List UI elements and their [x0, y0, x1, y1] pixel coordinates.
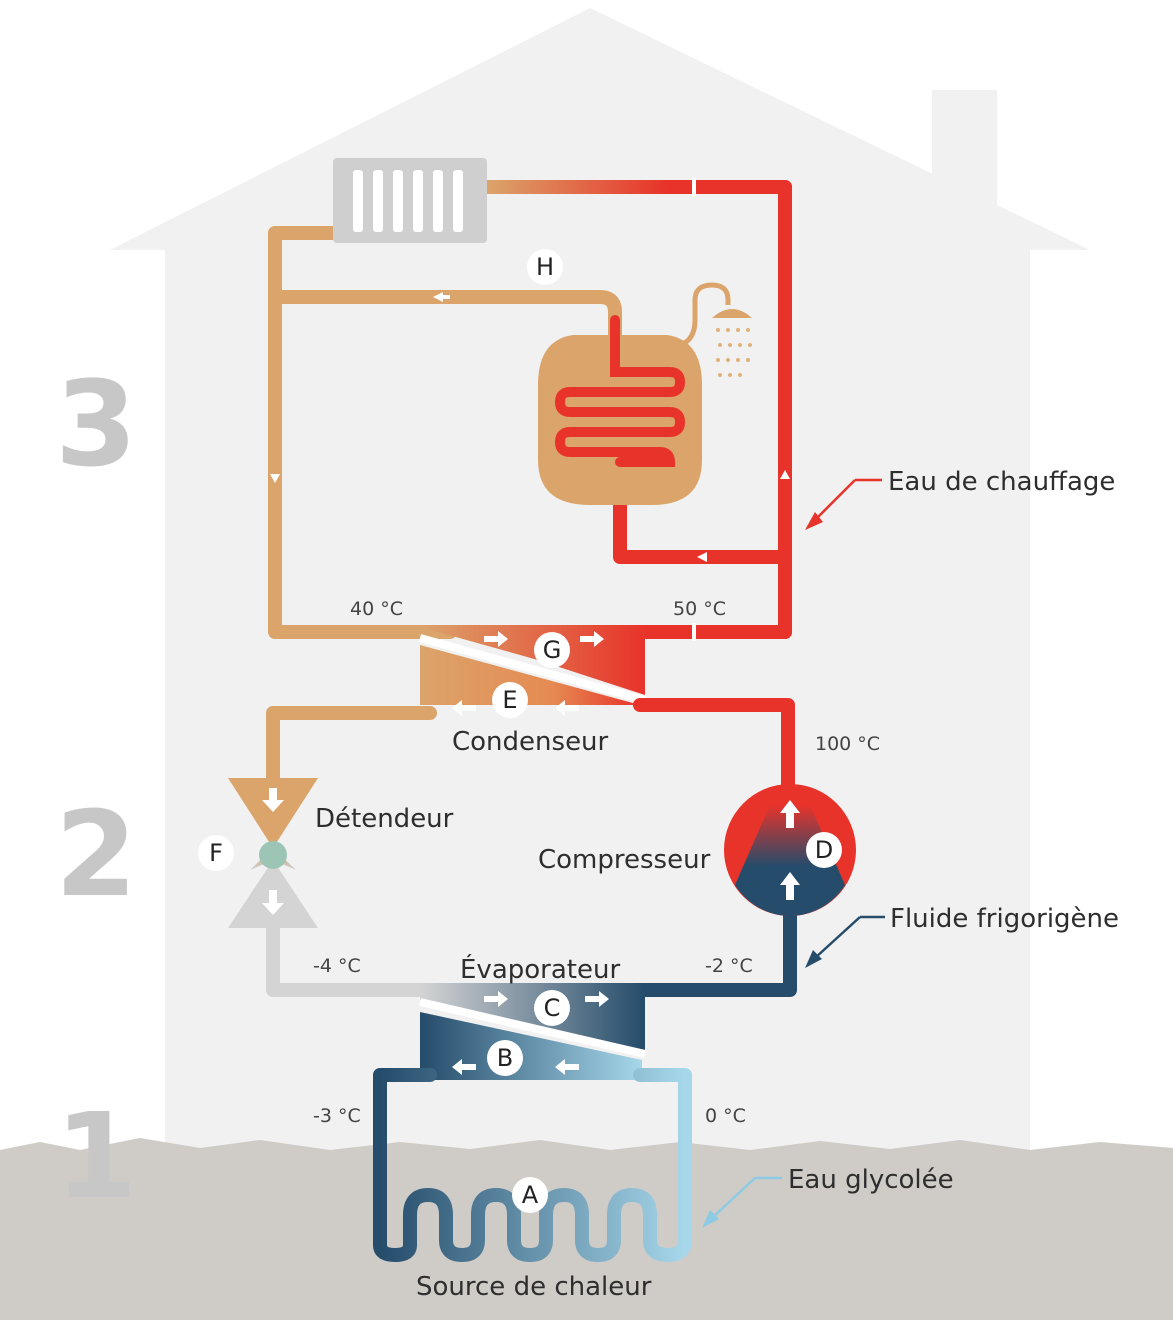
evaporator-label: Évaporateur — [460, 953, 620, 985]
callout-refrigerant: Fluide frigorigène — [805, 904, 1119, 968]
badge-a: A — [512, 1177, 548, 1213]
exchanger-arrows — [452, 631, 609, 1075]
temp-minus-4: -4 °C — [313, 955, 361, 977]
ground-loop — [373, 1068, 692, 1262]
callout-glycol-water: Eau glycolée — [702, 1165, 954, 1228]
temp-minus-3: -3 °C — [313, 1105, 361, 1127]
svg-text:H: H — [536, 253, 554, 281]
evaporator — [419, 983, 646, 1080]
compressor-icon — [724, 784, 856, 916]
hot-water-tank-icon — [538, 282, 752, 505]
svg-text:A: A — [522, 1181, 539, 1209]
temp-50: 50 °C — [673, 598, 726, 620]
heating-circuit — [268, 180, 792, 639]
callout-heating-water: Eau de chauffage — [805, 467, 1115, 530]
refrigerant-circuit — [266, 698, 797, 997]
temp-minus-2: -2 °C — [705, 955, 753, 977]
pipe-divider — [692, 623, 696, 641]
expansion-valve-label: Détendeur — [315, 804, 454, 834]
pipe-divider — [692, 178, 696, 196]
radiator-icon — [333, 158, 487, 243]
svg-text:F: F — [209, 839, 223, 867]
condenser-label: Condenseur — [452, 727, 609, 757]
svg-text:D: D — [815, 836, 833, 864]
heating-flow-arrows — [270, 292, 790, 562]
badge-g: G — [534, 632, 570, 668]
expansion-valve-icon — [228, 778, 318, 928]
badge-d: D — [806, 832, 842, 868]
heat-source-label: Source de chaleur — [416, 1272, 652, 1302]
zone-number-2: 2 — [55, 785, 137, 923]
zone-number-1: 1 — [55, 1087, 137, 1225]
badge-f: F — [198, 835, 234, 871]
svg-text:Eau glycolée: Eau glycolée — [788, 1165, 954, 1195]
svg-text:Eau de chauffage: Eau de chauffage — [888, 467, 1115, 497]
badge-c: C — [534, 990, 570, 1026]
svg-text:E: E — [502, 686, 517, 714]
badge-b: B — [487, 1040, 523, 1076]
svg-text:G: G — [543, 636, 562, 664]
svg-text:C: C — [544, 994, 561, 1022]
zone-number-3: 3 — [55, 355, 137, 493]
compressor-label: Compresseur — [538, 845, 711, 875]
badge-e: E — [492, 682, 528, 718]
temp-40: 40 °C — [350, 598, 403, 620]
svg-text:B: B — [497, 1044, 513, 1072]
temp-100: 100 °C — [815, 733, 880, 755]
badge-h: H — [527, 249, 563, 285]
svg-text:Fluide frigorigène: Fluide frigorigène — [890, 904, 1119, 934]
temp-0: 0 °C — [705, 1105, 746, 1127]
